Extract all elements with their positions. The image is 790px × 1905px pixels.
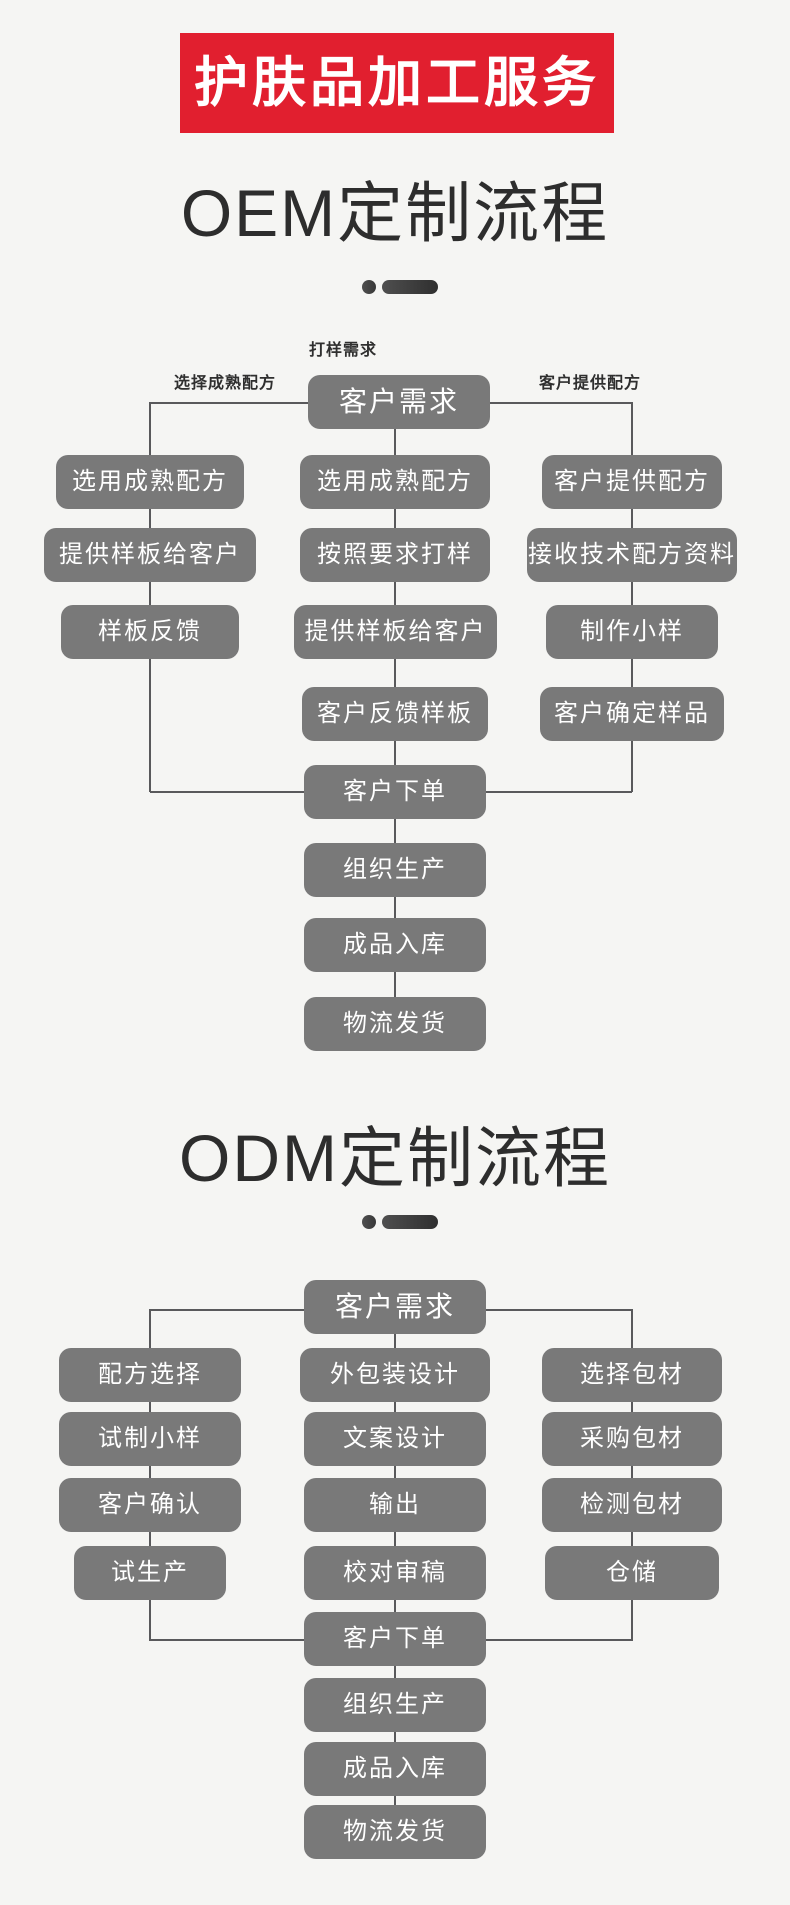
oem-tail-box-4: 物流发货 (304, 997, 486, 1051)
oem-left-box-3: 样板反馈 (61, 605, 239, 659)
oem-center-box-1: 选用成熟配方 (300, 455, 490, 509)
odm-right-box-1: 选择包材 (542, 1348, 722, 1402)
divider-bar (382, 280, 438, 294)
oem-right-box-4: 客户确定样品 (540, 687, 724, 741)
oem-left-column-line (149, 402, 151, 792)
odm-tail-box-3: 成品入库 (304, 1742, 486, 1796)
oem-center-box-2: 按照要求打样 (300, 528, 490, 582)
divider-dot (362, 1215, 376, 1229)
odm-center-box-1: 外包装设计 (300, 1348, 490, 1402)
oem-tail-box-1: 客户下单 (304, 765, 486, 819)
oem-top-label: 打样需求 (308, 342, 377, 359)
oem-tail-box-3: 成品入库 (304, 918, 486, 972)
oem-right-branch-label: 客户提供配方 (538, 375, 641, 392)
divider-dot (362, 280, 376, 294)
oem-left-box-1: 选用成熟配方 (56, 455, 244, 509)
odm-center-box-4: 校对审稿 (304, 1546, 486, 1600)
oem-right-box-1: 客户提供配方 (542, 455, 722, 509)
odm-left-box-3: 客户确认 (59, 1478, 241, 1532)
odm-right-box-2: 采购包材 (542, 1412, 722, 1466)
oem-right-box-2: 接收技术配方资料 (527, 528, 737, 582)
odm-left-box-1: 配方选择 (59, 1348, 241, 1402)
odm-section-title: ODM定制流程 (179, 1121, 611, 1195)
oem-tail-box-2: 组织生产 (304, 843, 486, 897)
oem-center-box-3: 提供样板给客户 (294, 605, 497, 659)
oem-root-box: 客户需求 (308, 375, 490, 429)
odm-left-box-4: 试生产 (74, 1546, 226, 1600)
oem-left-branch-label: 选择成熟配方 (173, 375, 276, 392)
odm-center-box-3: 输出 (304, 1478, 486, 1532)
odm-left-box-2: 试制小样 (59, 1412, 241, 1466)
odm-center-box-2: 文案设计 (304, 1412, 486, 1466)
oem-center-box-4: 客户反馈样板 (302, 687, 488, 741)
oem-section-title: OEM定制流程 (180, 176, 610, 250)
oem-right-column-line (631, 402, 633, 792)
oem-right-box-3: 制作小样 (546, 605, 718, 659)
page-banner: 护肤品加工服务 (180, 33, 614, 133)
odm-tail-box-2: 组织生产 (304, 1678, 486, 1732)
odm-tail-box-1: 客户下单 (304, 1612, 486, 1666)
odm-right-box-3: 检测包材 (542, 1478, 722, 1532)
odm-left-column-line (149, 1309, 151, 1641)
oem-left-box-2: 提供样板给客户 (44, 528, 256, 582)
divider-bar (382, 1215, 438, 1229)
odm-tail-box-4: 物流发货 (304, 1805, 486, 1859)
odm-right-box-4: 仓储 (545, 1546, 719, 1600)
odm-root-box: 客户需求 (304, 1280, 486, 1334)
odm-right-column-line (631, 1309, 633, 1641)
